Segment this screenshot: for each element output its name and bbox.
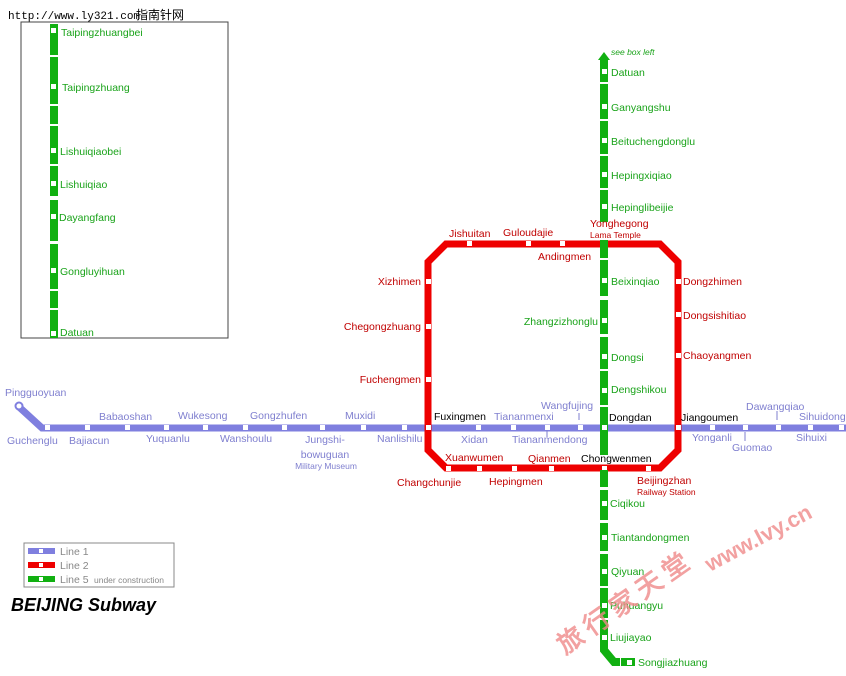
line2-station-sub: Railway Station [637, 487, 696, 497]
line5-station: Hepinglibeijie [611, 202, 674, 214]
line2-station: Qianmen [528, 453, 571, 465]
map-title: BEIJING Subway [11, 595, 157, 615]
line1-station-sub: Military Museum [295, 461, 357, 471]
line2-station: Chegongzhuang [344, 321, 421, 333]
line5-station: Hepingxiqiao [611, 170, 672, 182]
line2-station: Yonghegong [590, 218, 649, 230]
line1-station: bowuguan [301, 449, 350, 461]
legend-swatches [28, 548, 55, 582]
line1-station: Dawangqiao [746, 401, 805, 413]
inset-station: Dayangfang [59, 212, 116, 224]
line2-station: Fuchengmen [360, 374, 421, 386]
line2-station: Guloudajie [503, 227, 553, 239]
inset-station: Taipingzhuang [62, 82, 130, 94]
line1-station: Wukesong [178, 410, 228, 422]
legend-note: under construction [94, 575, 164, 585]
line1-station: Pingguoyuan [5, 387, 66, 399]
line5-station: Dengshikou [611, 384, 667, 396]
line1-station: Guchenglu [7, 435, 58, 447]
line1-station: Guomao [732, 442, 772, 454]
line5-station: Dongsi [611, 352, 644, 364]
legend-label: Line 1 [60, 546, 89, 558]
legend-label: Line 5 [60, 574, 89, 586]
line1-track [14, 401, 846, 441]
line1-station: Wanshoulu [220, 433, 272, 445]
line1-station: Nanlishilu [377, 433, 423, 445]
inset-line5 [50, 24, 58, 338]
line1-station: Xidan [461, 434, 488, 446]
line2-station: Xizhimen [378, 276, 421, 288]
line5-station: Liujiayao [610, 632, 652, 644]
line5-station: Beixinqiao [611, 276, 660, 288]
watermark-site: www.lvy.cn [700, 499, 816, 577]
line5-arrow-note: see box left [611, 47, 655, 57]
line1-station: Yonganli [692, 432, 732, 444]
line1-station: Bajiacun [69, 435, 109, 447]
line5-track [598, 52, 635, 666]
line1-station: Babaoshan [99, 411, 152, 423]
line1-station: Tiananmenxi [494, 411, 554, 423]
line1-station: Wangfujing [541, 400, 593, 412]
line2-station: Jishuitan [449, 228, 491, 240]
interchange-station: Dongdan [609, 412, 652, 424]
inset-station: Lishuiqiao [60, 179, 107, 191]
line2-station: Beijingzhan [637, 475, 691, 487]
line1-station: Sihuidong [799, 411, 846, 423]
line5-station: Tiantandongmen [611, 532, 690, 544]
line1-station: Yuquanlu [146, 433, 190, 445]
line5-station: Ganyangshu [611, 102, 671, 114]
line1-station: Jungshi- [305, 434, 345, 446]
inset-station: Taipingzhuangbei [61, 27, 143, 39]
line2-station: Hepingmen [489, 476, 543, 488]
interchange-station: Jiangoumen [681, 412, 738, 424]
line5-station: Zhangzizhonglu [524, 316, 598, 328]
inset-station: Datuan [60, 327, 94, 339]
interchange-station: Chongwenmen [581, 453, 652, 465]
line5-station: Datuan [611, 67, 645, 79]
header-site-name: 指南针网 [136, 7, 184, 22]
line5-station: Qiyuan [611, 566, 644, 578]
inset-station: Lishuiqiaobei [60, 146, 121, 158]
line5-station: Songjiazhuang [638, 657, 708, 669]
line2-station: Changchunjie [397, 477, 461, 489]
line1-station: Muxidi [345, 410, 375, 422]
line5-station: Ciqikou [610, 498, 645, 510]
line1-station: Sihuixi [796, 432, 827, 444]
line2-station: Dongzhimen [683, 276, 742, 288]
header-url: http://www.ly321.com [8, 11, 140, 23]
interchange-station: Fuxingmen [434, 411, 486, 423]
line2-station: Chaoyangmen [683, 350, 751, 362]
line2-station: Andingmen [538, 251, 591, 263]
line1-station: Tiananmendong [512, 434, 588, 446]
line2-station: Xuanwumen [445, 452, 504, 464]
legend-label: Line 2 [60, 560, 89, 572]
line5-station: Beituchengdonglu [611, 136, 695, 148]
inset-station: Gongluyihuan [60, 266, 125, 278]
line1-station: Gongzhufen [250, 410, 307, 422]
line2-station-sub: Lama Temple [590, 230, 641, 240]
line2-station: Dongsishitiao [683, 310, 746, 322]
line5-station: Puhuangyu [610, 600, 663, 612]
